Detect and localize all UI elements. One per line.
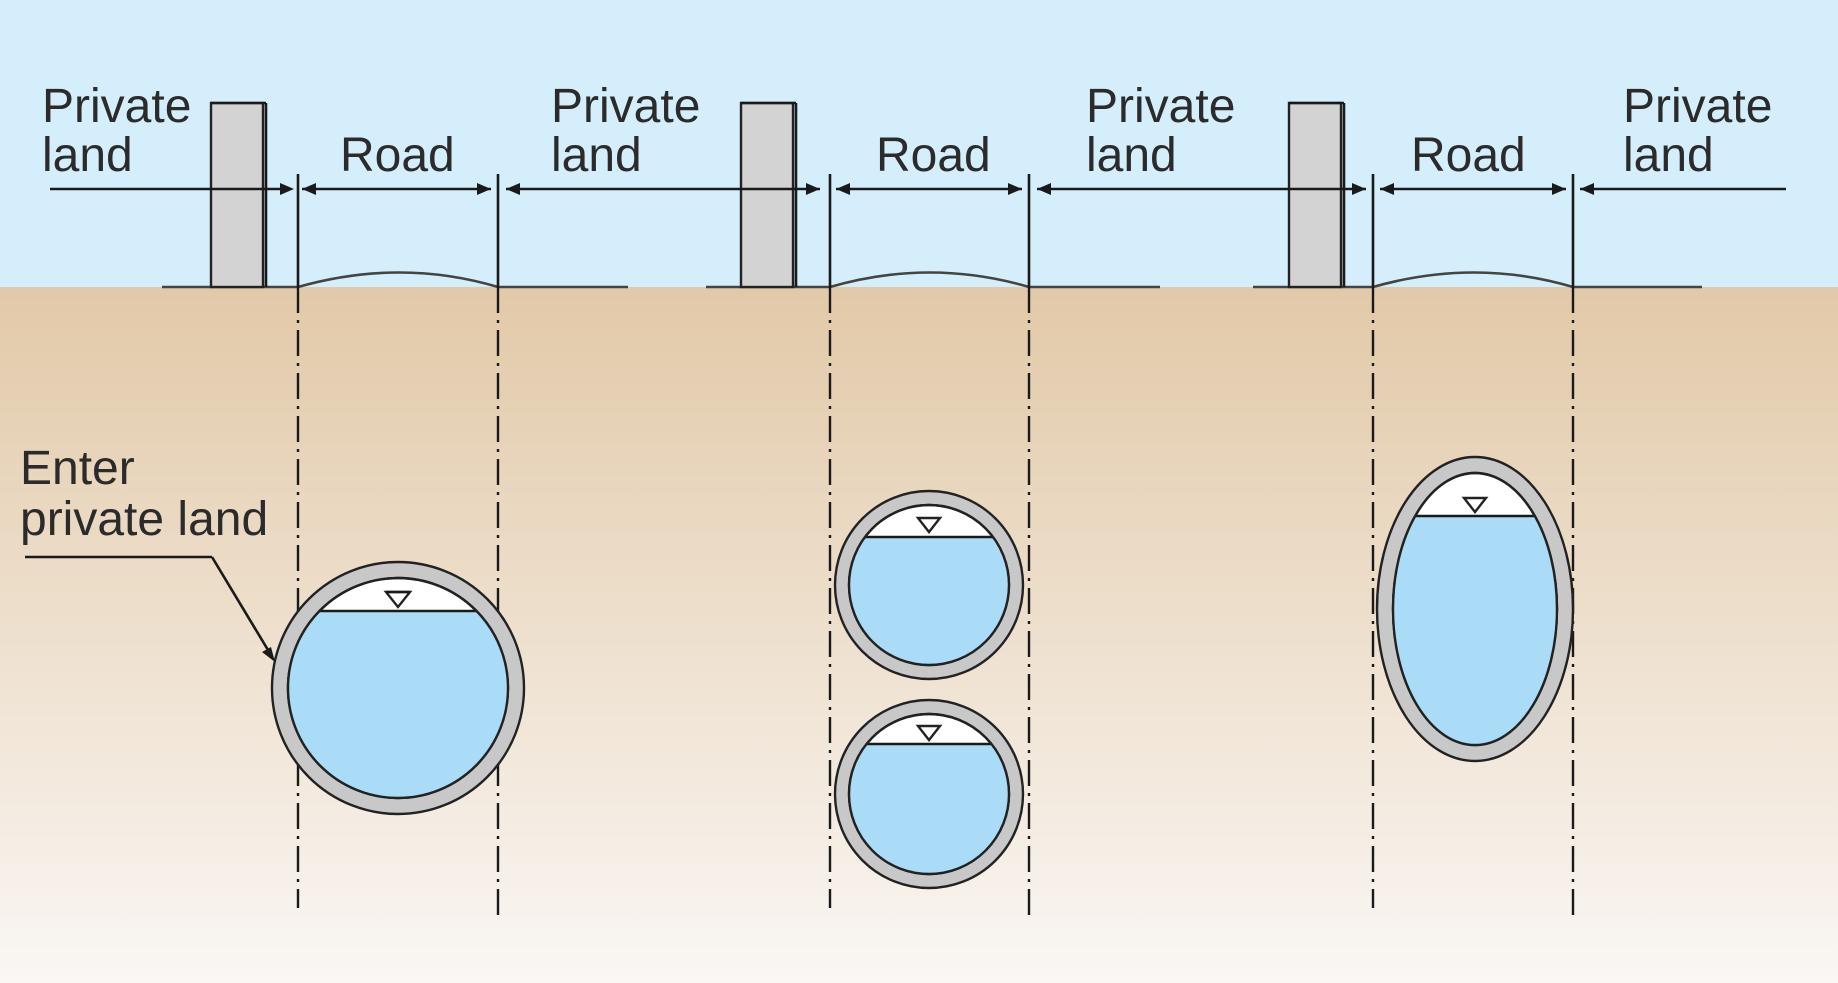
labels: Private land Road Private land Road Priv… xyxy=(20,80,1772,546)
private-land-label-1-line2: land xyxy=(42,129,133,182)
water-level-icon xyxy=(1461,496,1489,514)
boundary-wall-1 xyxy=(209,101,265,289)
road-boundary-projections xyxy=(296,287,1575,918)
private-land-label-3-line2: land xyxy=(1086,129,1177,182)
boundary-wall-3 xyxy=(1287,101,1343,289)
upper-circular-pipe xyxy=(833,489,1025,681)
boundary-walls xyxy=(209,101,1346,289)
lower-circular-pipe xyxy=(833,698,1025,890)
dimension-lines xyxy=(50,183,1786,195)
enter-private-land-label-line1: Enter xyxy=(20,442,135,495)
private-land-label-4-line2: land xyxy=(1623,129,1714,182)
road-label-1: Road xyxy=(340,129,455,182)
water-level-icon xyxy=(915,724,943,742)
boundary-wall-2 xyxy=(739,101,795,289)
road-boundary-ticks xyxy=(296,174,1575,287)
enter-private-land-leader xyxy=(25,555,275,662)
road-label-3: Road xyxy=(1411,129,1526,182)
private-land-label-2-line1: Private xyxy=(551,80,700,133)
water-level-icon xyxy=(915,516,943,534)
private-land-label-2-line2: land xyxy=(551,129,642,182)
private-land-label-3-line1: Private xyxy=(1086,80,1235,133)
sky-area xyxy=(0,0,1838,287)
large-circular-pipe xyxy=(270,560,526,816)
private-land-label-4-line1: Private xyxy=(1623,80,1772,133)
road-label-2: Road xyxy=(876,129,991,182)
elliptical-pipe xyxy=(1375,455,1575,763)
enter-private-land-label-line2: private land xyxy=(20,493,268,546)
private-land-label-1-line1: Private xyxy=(42,80,191,133)
